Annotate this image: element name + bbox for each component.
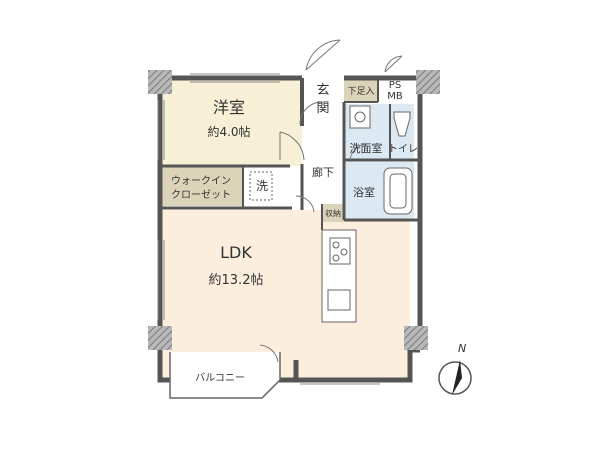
western-room-area: 約4.0帖 bbox=[207, 124, 250, 139]
entrance-label-1: 玄 bbox=[316, 83, 329, 98]
toilet-label: トイレ bbox=[388, 144, 418, 155]
hallway-area bbox=[302, 126, 344, 210]
storage-label: 収納 bbox=[325, 208, 341, 218]
washer-label: 洗 bbox=[256, 179, 268, 193]
balcony-label: バルコニー bbox=[195, 372, 245, 384]
shoe-cabinet-label: 下足入 bbox=[347, 86, 374, 97]
walkin-closet bbox=[160, 166, 242, 206]
doors bbox=[259, 39, 403, 363]
ps-label-1: PS bbox=[389, 80, 401, 91]
walkin-label-1: ウォークイン bbox=[171, 175, 231, 187]
ldk-room bbox=[160, 210, 410, 380]
fixtures bbox=[249, 105, 413, 311]
shoe-cabinet bbox=[344, 78, 378, 102]
compass-n-label: N bbox=[458, 342, 466, 355]
walkin-label-2: クローゼット bbox=[171, 189, 231, 201]
washroom-label: 洗面室 bbox=[350, 141, 383, 155]
entrance-label-2: 関 bbox=[316, 101, 329, 116]
bath-label: 浴室 bbox=[353, 185, 375, 199]
balcony-area bbox=[169, 352, 281, 399]
storage-area bbox=[322, 204, 344, 222]
compass-arrow-icon bbox=[452, 360, 462, 395]
entrance-area bbox=[302, 78, 344, 126]
western-room-name: 洋室 bbox=[213, 98, 245, 117]
ps-mb-area bbox=[380, 78, 410, 100]
hallway-label: 廊下 bbox=[312, 165, 334, 179]
ldk-name: LDK bbox=[220, 243, 252, 262]
corner-columns bbox=[148, 70, 440, 350]
washer-space bbox=[246, 166, 280, 206]
ps-label-2: MB bbox=[387, 91, 403, 102]
compass: N bbox=[438, 342, 472, 395]
western-room bbox=[160, 78, 302, 166]
ldk-area: 約13.2帖 bbox=[209, 273, 264, 288]
